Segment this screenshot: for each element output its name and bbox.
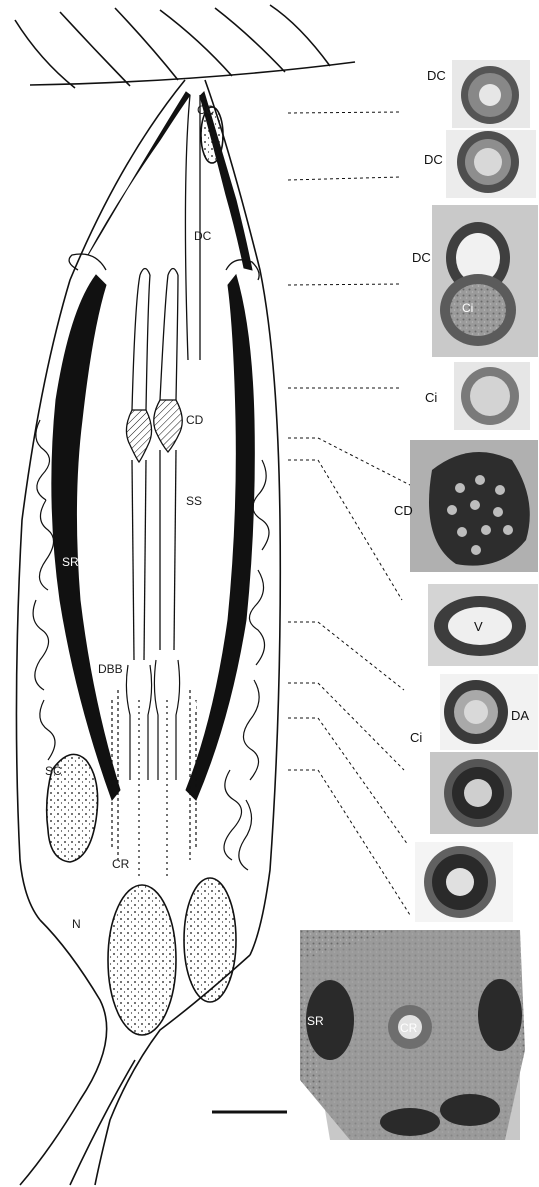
micrograph-cd: CD [394,440,538,572]
label-ss: SS [186,494,202,508]
panel-dc1-label: DC [427,68,446,83]
panel-ci2-label: Ci [410,730,422,745]
micrograph-basal-2 [415,842,513,922]
micrograph-dc-1: DC [427,60,530,128]
panel-cd-label: CD [394,503,413,518]
panel-dc3-label: DC [412,250,431,265]
panel-sr-label: SR [307,1014,324,1028]
leader-lines [288,112,410,915]
label-cd: CD [186,413,204,427]
label-dc: DC [194,229,212,243]
micrograph-ci-da: Ci DA [410,674,538,750]
panel-dc2-label: DC [424,152,443,167]
panel-ci-inner-label: Ci [462,301,473,315]
micrograph-basal-1 [430,752,538,834]
dendrites [132,269,178,661]
label-cc: CC [197,103,215,117]
ciliary-dilations [126,400,182,462]
panel-ci-label: Ci [425,390,437,405]
micrograph-v: V [428,584,538,666]
panel-cr-label: CR [400,1021,418,1035]
scolopale-rods [52,92,255,800]
neuron-nucleus-left [108,885,176,1035]
label-sr: SR [62,555,79,569]
label-dbb: DBB [98,662,123,676]
neuron-nucleus-right [184,878,236,1002]
basal-body-region [112,660,196,880]
micrograph-ci: Ci [425,362,530,430]
cuticle [15,5,355,88]
label-n: N [72,917,81,931]
micrograph-sr-cr: SR CR [300,930,525,1140]
micrograph-dc-2: DC [424,130,536,198]
panel-da-label: DA [511,708,529,723]
panel-v-label: V [474,619,483,634]
label-cr: CR [112,857,130,871]
micrograph-dc-3: DC Ci [412,205,538,357]
label-sc: SC [45,764,62,778]
label-pbb: PBB [186,699,210,713]
